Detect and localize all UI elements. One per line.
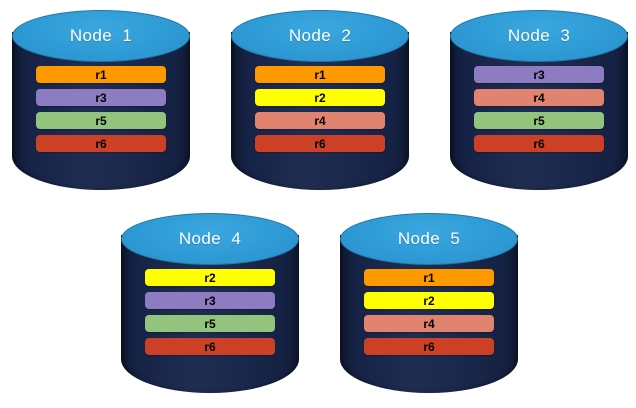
replica-bar[interactable]: r3 xyxy=(145,292,275,309)
replica-list: r1 r2 r4 r6 xyxy=(364,269,494,355)
replica-bar[interactable]: r4 xyxy=(255,112,385,129)
replica-bar[interactable]: r2 xyxy=(255,89,385,106)
replica-bar[interactable]: r4 xyxy=(474,89,604,106)
replica-bar[interactable]: r6 xyxy=(255,135,385,152)
replica-list: r1 r2 r4 r6 xyxy=(255,66,385,152)
replica-bar[interactable]: r1 xyxy=(364,269,494,286)
replica-bar[interactable]: r4 xyxy=(364,315,494,332)
replica-bar[interactable]: r1 xyxy=(255,66,385,83)
node-title: Node 5 xyxy=(397,229,461,248)
database-node-2[interactable]: Node 2 r1 r2 r4 r6 xyxy=(231,10,409,190)
node-title: Node 4 xyxy=(178,229,242,248)
replica-list: r1 r3 r5 r6 xyxy=(36,66,166,152)
database-node-1[interactable]: Node 1 r1 r3 r5 r6 xyxy=(12,10,190,190)
replica-bar[interactable]: r5 xyxy=(36,112,166,129)
replica-bar[interactable]: r5 xyxy=(474,112,604,129)
cylinder-top-icon xyxy=(340,213,518,265)
replica-bar[interactable]: r5 xyxy=(145,315,275,332)
node-title: Node 1 xyxy=(69,26,133,45)
cylinder-top-icon xyxy=(231,10,409,62)
cylinder-body-icon xyxy=(231,32,409,190)
cylinder-top-icon xyxy=(121,213,299,265)
replica-list: r3 r4 r5 r6 xyxy=(474,66,604,152)
replica-bar[interactable]: r6 xyxy=(474,135,604,152)
replica-list: r2 r3 r5 r6 xyxy=(145,269,275,355)
replica-bar[interactable]: r2 xyxy=(364,292,494,309)
replica-bar[interactable]: r6 xyxy=(36,135,166,152)
replica-bar[interactable]: r6 xyxy=(364,338,494,355)
replica-bar[interactable]: r2 xyxy=(145,269,275,286)
database-node-5[interactable]: Node 5 r1 r2 r4 r6 xyxy=(340,213,518,393)
node-title: Node 2 xyxy=(288,26,352,45)
replica-bar[interactable]: r1 xyxy=(36,66,166,83)
cylinder-top-icon xyxy=(12,10,190,62)
database-node-3[interactable]: Node 3 r3 r4 r5 r6 xyxy=(450,10,628,190)
replica-bar[interactable]: r6 xyxy=(145,338,275,355)
cylinder-top-icon xyxy=(450,10,628,62)
node-title: Node 3 xyxy=(507,26,571,45)
database-node-4[interactable]: Node 4 r2 r3 r5 r6 xyxy=(121,213,299,393)
replica-bar[interactable]: r3 xyxy=(474,66,604,83)
replica-bar[interactable]: r3 xyxy=(36,89,166,106)
